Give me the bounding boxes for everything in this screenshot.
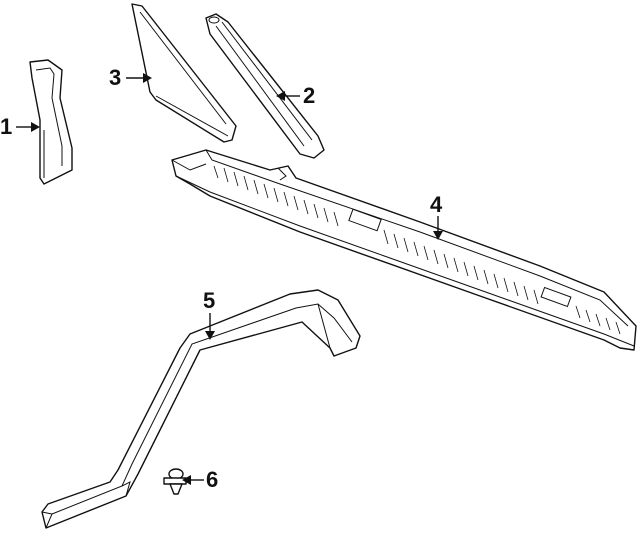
- arrow-6: [182, 475, 191, 485]
- part-4-sill-rail[interactable]: [171, 149, 637, 351]
- callout-2: 2: [276, 83, 315, 108]
- callout-3-label: 3: [109, 65, 121, 90]
- callout-1: 1: [0, 114, 40, 139]
- callout-6-label: 6: [206, 467, 218, 492]
- part-6-clip[interactable]: [163, 468, 187, 495]
- callout-3: 3: [109, 65, 152, 90]
- part-1-trim-panel[interactable]: [29, 59, 73, 185]
- callout-2-label: 2: [303, 83, 315, 108]
- arrow-3: [143, 73, 152, 83]
- arrow-4: [433, 231, 443, 240]
- arrow-5: [205, 331, 215, 340]
- callout-6: 6: [182, 467, 218, 492]
- part-5-pillar-trim[interactable]: [41, 289, 361, 529]
- part-2-strip[interactable]: [205, 13, 325, 159]
- callout-5-label: 5: [203, 288, 215, 313]
- callout-5: 5: [203, 288, 215, 340]
- arrow-2: [276, 91, 285, 101]
- callout-4-label: 4: [430, 192, 443, 217]
- callout-1-label: 1: [0, 114, 12, 139]
- arrow-1: [31, 122, 40, 132]
- part-3-triangle-trim[interactable]: [131, 3, 237, 143]
- callout-4: 4: [430, 192, 443, 240]
